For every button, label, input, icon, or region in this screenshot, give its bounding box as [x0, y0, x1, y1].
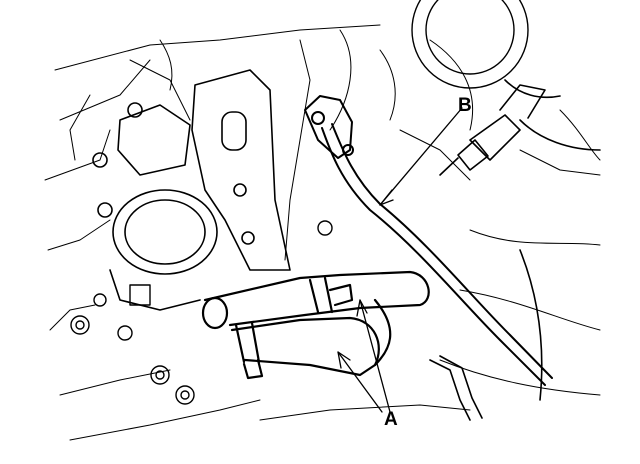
callout-label-a: A: [384, 409, 398, 430]
engine-block-outline: [44, 24, 601, 441]
hose-connector: [439, 79, 601, 176]
pulley-outline: [411, 0, 529, 89]
callout-label-b: B: [458, 95, 472, 116]
fastener-bolts: [70, 220, 333, 405]
hose-a-lower: [230, 298, 392, 380]
pipe-b: [304, 95, 553, 386]
lower-right-hose: [429, 249, 543, 421]
thermostat-housing: [92, 102, 218, 311]
leader-lines: [337, 107, 463, 413]
mounting-bracket: [191, 69, 291, 271]
hose-a-upper: [201, 270, 430, 330]
